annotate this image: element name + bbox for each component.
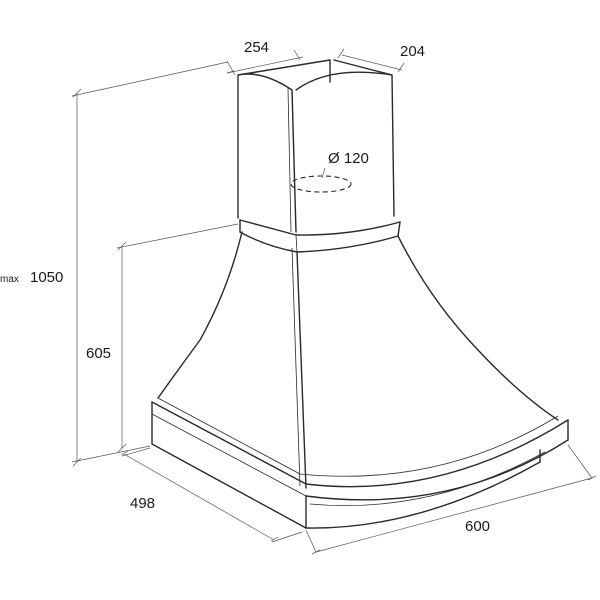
dimension-hood-depth	[120, 447, 303, 543]
chimney	[237, 59, 395, 233]
label-chimney-width: 254	[244, 39, 269, 56]
label-hood-width: 600	[465, 518, 490, 535]
label-hood-height: 605	[86, 345, 111, 362]
dimension-total-height	[71, 61, 229, 467]
dimension-hood-width	[305, 444, 597, 555]
label-total-height-prefix: max	[0, 274, 19, 285]
dimension-chimney-width	[226, 49, 304, 76]
label-chimney-depth: 204	[400, 43, 425, 60]
diameter-leader	[321, 167, 326, 179]
duct-outlet-ellipse	[290, 175, 352, 193]
chimney-collar	[239, 219, 401, 253]
dimension-hood-height	[116, 223, 239, 453]
dimension-chimney-depth	[337, 48, 405, 73]
hood-cornice	[151, 397, 569, 529]
hood-body	[157, 231, 559, 489]
label-duct-diameter: Ø 120	[328, 150, 369, 167]
label-total-height: 1050	[30, 269, 63, 286]
label-hood-depth: 498	[130, 495, 155, 512]
